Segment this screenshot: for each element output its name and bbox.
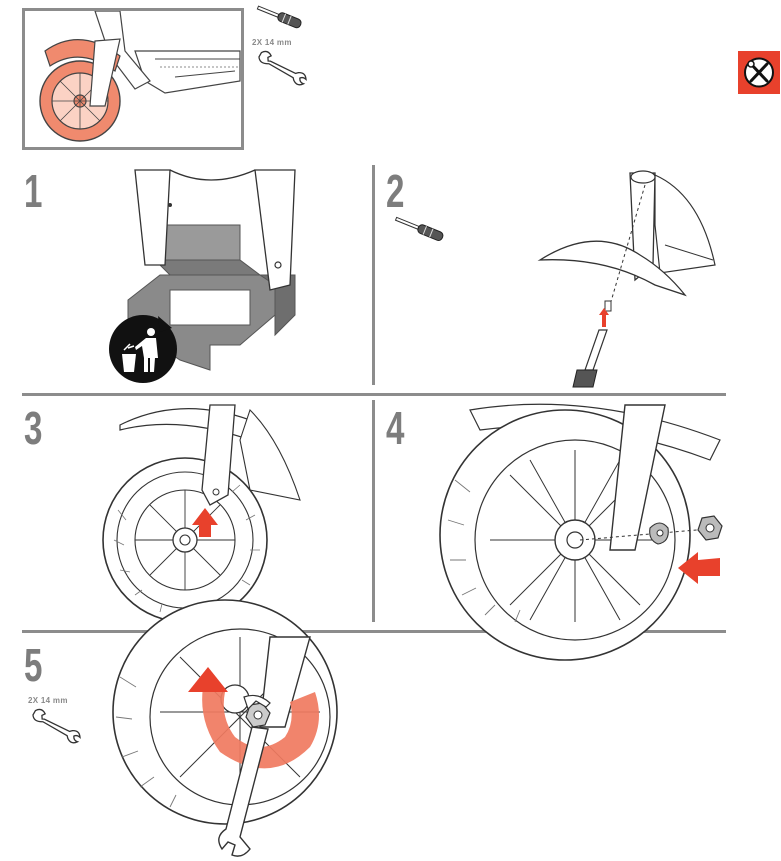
step-1-number: 1 [24,165,43,217]
step-3-number: 3 [24,402,43,454]
step-4-number: 4 [386,402,405,454]
trash-person-icon [109,315,177,383]
scooter-front-illustration [39,11,241,142]
step-1-illustration [127,169,296,371]
tools-required-badge [738,51,780,94]
step-5-tool-label: 2X 14 mm [28,696,68,705]
step-5-number: 5 [24,639,43,691]
crossed-wrench-screwdriver-icon [744,57,774,88]
wrench-icon [32,708,81,744]
wrench-icon [258,50,307,86]
screwdriver-icon [256,5,302,29]
divider-row-1 [22,393,726,396]
step-4-illustration [439,403,723,661]
step-3-illustration [102,404,301,623]
divider-col-2 [372,400,375,622]
screwdriver-icon [394,216,444,241]
divider-row-2 [22,630,726,633]
overview-tool-label: 2X 14 mm [252,38,292,47]
divider-col-1 [372,165,375,385]
step-5-illustration [112,599,338,857]
step-2-number: 2 [386,165,405,217]
overview-panel [22,8,244,150]
step-2-illustration [537,170,716,388]
